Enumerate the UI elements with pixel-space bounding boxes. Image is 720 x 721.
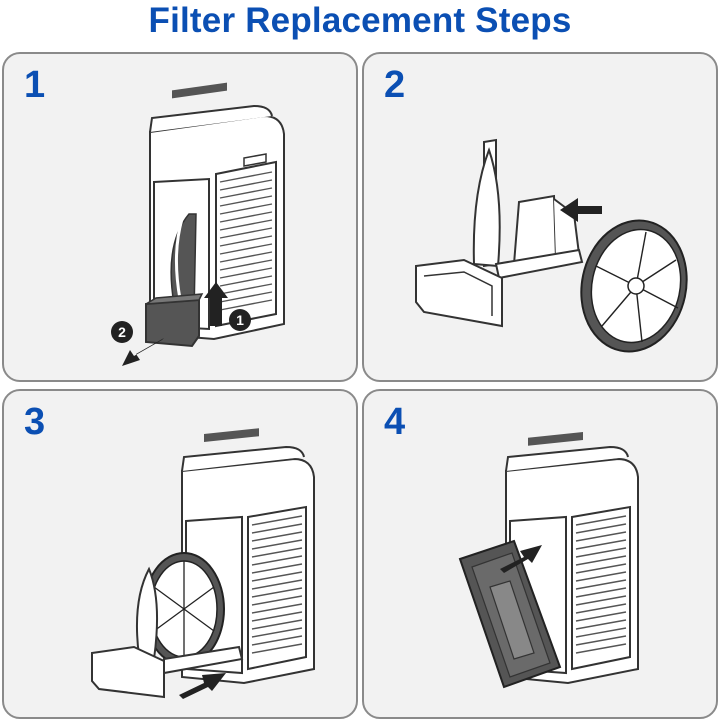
step-number: 1 <box>24 64 46 106</box>
step-2-illustration <box>415 138 688 353</box>
step-4-illustration <box>458 431 639 689</box>
step-number: 3 <box>24 401 46 443</box>
step-2-panel: 2 <box>362 52 718 382</box>
marker-1: 1 <box>236 312 244 328</box>
step-4-panel: 4 <box>362 389 718 719</box>
step-3-panel: 3 <box>2 389 358 719</box>
step-3-illustration <box>91 428 315 699</box>
step-number: 2 <box>384 64 406 106</box>
marker-2: 2 <box>118 324 126 340</box>
step-1-illustration: 1 2 <box>111 82 285 366</box>
step-1-panel: 1 1 2 <box>2 52 358 382</box>
step-number: 4 <box>384 401 406 443</box>
page-title: Filter Replacement Steps <box>148 1 572 40</box>
